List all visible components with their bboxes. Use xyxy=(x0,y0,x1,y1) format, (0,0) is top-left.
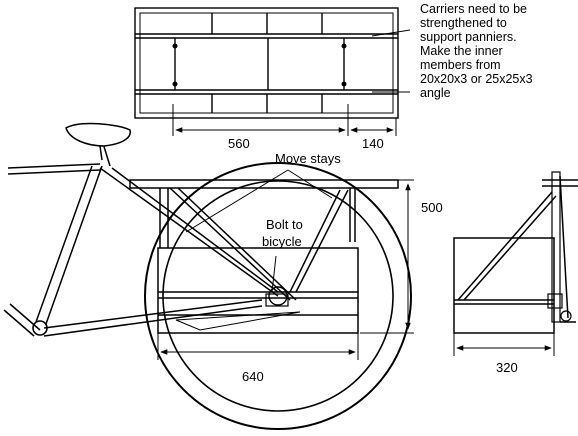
dimension-640: 640 xyxy=(242,369,264,384)
dimension-320: 320 xyxy=(496,360,518,375)
bolt-to-bicycle-label-line: bicycle xyxy=(262,234,302,249)
note-line: Make the inner xyxy=(420,44,503,58)
dimension-560: 560 xyxy=(228,136,250,151)
bolt-to-bicycle-label-line: Bolt to xyxy=(266,217,303,232)
carrier-plan-view xyxy=(134,7,411,119)
move-stays-label: Move stays xyxy=(275,151,341,166)
length-dimension-line xyxy=(157,333,359,360)
note-line: strengthened to xyxy=(420,16,507,30)
note-line: support panniers. xyxy=(420,30,517,44)
bicycle-saddle xyxy=(65,122,131,161)
note-line: members from xyxy=(420,58,501,72)
pannier-frame-side xyxy=(157,187,359,334)
carrier-end-view xyxy=(453,171,578,334)
carrier-note: Carriers need to be strengthened to supp… xyxy=(420,2,533,100)
note-line: angle xyxy=(420,86,451,100)
rear-wheel xyxy=(144,162,412,430)
dimension-140: 140 xyxy=(362,136,384,151)
annotation-leaders xyxy=(185,169,333,293)
note-line: 20x20x3 or 25x25x3 xyxy=(420,72,533,86)
bicycle-frame xyxy=(3,139,279,337)
height-dimension-line xyxy=(360,179,414,334)
plan-dimension-line xyxy=(172,104,397,136)
rear-rack xyxy=(129,179,399,248)
width-dimension-line xyxy=(453,333,555,356)
note-line: Carriers need to be xyxy=(420,2,527,16)
dimension-500: 500 xyxy=(421,200,443,215)
